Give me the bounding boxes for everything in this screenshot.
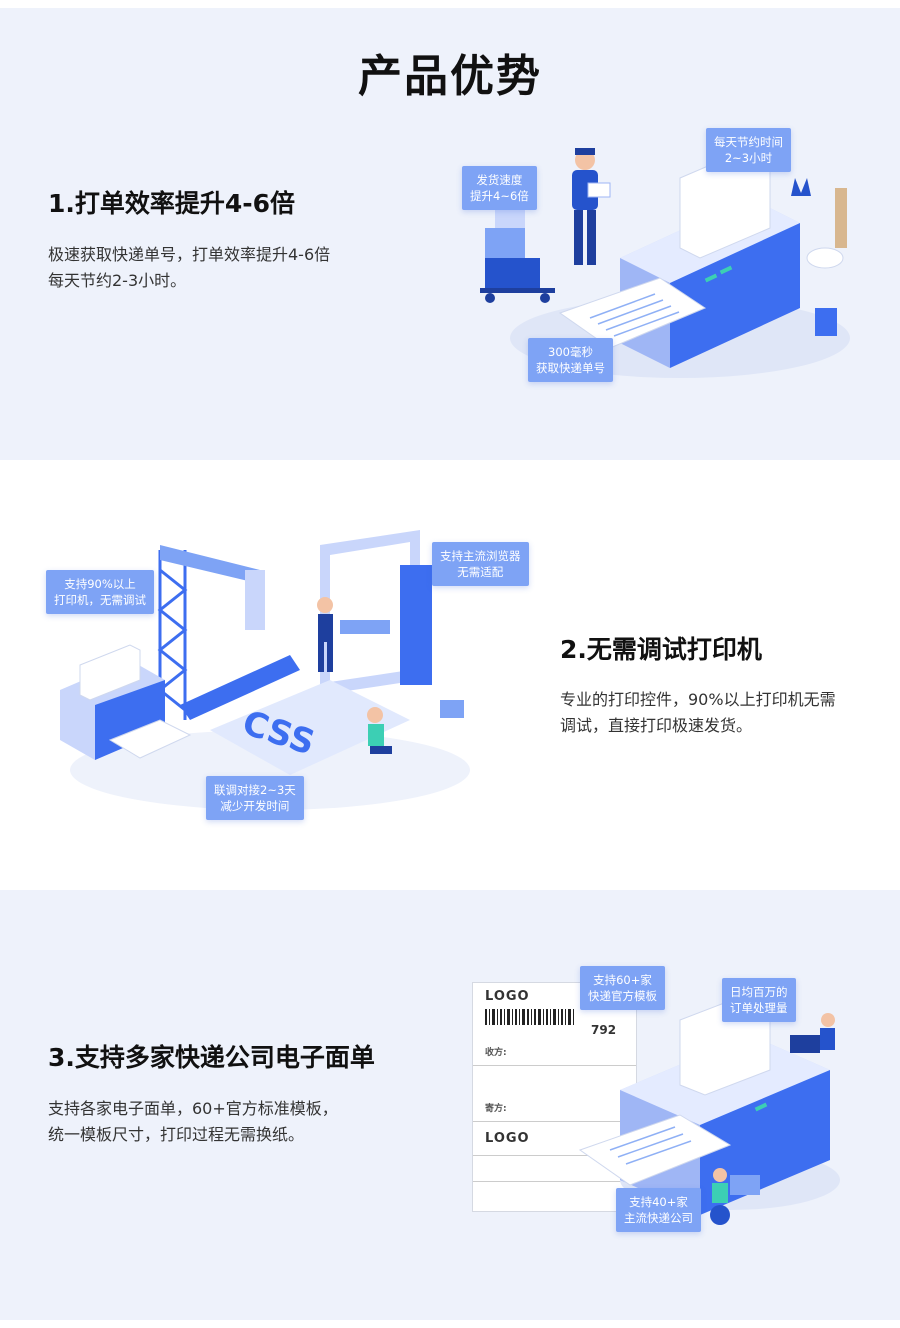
- feature-1-title: 1.打单效率提升4-6倍: [48, 189, 296, 218]
- barcode-icon: [485, 1009, 574, 1025]
- callout-line: 每天节约时间: [714, 135, 783, 149]
- feature-3-title: 3.支持多家快递公司电子面单: [48, 1043, 375, 1072]
- callout-browser-support: 支持主流浏览器 无需适配: [432, 542, 529, 586]
- callout-time-saved: 每天节约时间 2~3小时: [706, 128, 791, 172]
- label-send: 寄方:: [485, 1104, 507, 1114]
- callout-line: 无需适配: [457, 565, 504, 579]
- shipping-label: LOGO 792 收方: 寄方: LOGO: [472, 982, 637, 1212]
- label-logo-2: LOGO: [485, 1131, 530, 1146]
- callout-line: 订单处理量: [730, 1001, 788, 1015]
- label-recv: 收方:: [485, 1048, 507, 1058]
- callout-daily-orders: 日均百万的 订单处理量: [722, 978, 796, 1022]
- callout-line: 支持40+家: [629, 1195, 688, 1209]
- callout-line: 打印机，无需调试: [54, 593, 146, 607]
- feature-3-desc-line-2: 统一模板尺寸，打印过程无需换纸。: [48, 1125, 305, 1144]
- callout-templates: 支持60+家 快递官方模板: [580, 966, 665, 1010]
- callout-line: 主流快递公司: [624, 1211, 693, 1225]
- label-divider: [473, 1181, 636, 1182]
- feature-2-title: 2.无需调试打印机: [560, 635, 762, 664]
- callout-printer-support: 支持90%以上 打印机，无需调试: [46, 570, 154, 614]
- label-divider: [473, 1155, 636, 1156]
- callout-line: 支持主流浏览器: [440, 549, 521, 563]
- label-number: 792: [591, 1023, 617, 1037]
- callout-shipping-speed: 发货速度 提升4~6倍: [462, 166, 537, 210]
- callout-300ms: 300毫秒 获取快递单号: [528, 338, 613, 382]
- label-divider: [473, 1065, 636, 1066]
- feature-2-desc-line-1: 专业的打印控件，90%以上打印机无需: [560, 690, 836, 709]
- callout-line: 发货速度: [476, 173, 523, 187]
- label-logo: LOGO: [485, 989, 530, 1004]
- feature-1-desc: 极速获取快递单号，打单效率提升4-6倍 每天节约2-3小时。: [48, 242, 330, 294]
- callout-line: 减少开发时间: [220, 799, 290, 813]
- callout-line: 获取快递单号: [536, 361, 605, 375]
- label-divider: [473, 1121, 636, 1122]
- feature-2-desc-line-2: 调试，直接打印极速发货。: [560, 716, 753, 735]
- page-title: 产品优势: [358, 51, 542, 102]
- callout-line: 2~3小时: [724, 151, 773, 165]
- feature-2-desc: 专业的打印控件，90%以上打印机无需 调试，直接打印极速发货。: [560, 687, 836, 739]
- callout-line: 支持90%以上: [64, 577, 136, 591]
- callout-line: 联调对接2~3天: [214, 783, 296, 797]
- callout-line: 快递官方模板: [588, 989, 657, 1003]
- feature-1-desc-line-1: 极速获取快递单号，打单效率提升4-6倍: [48, 245, 331, 264]
- crane-css-illustration: CSS: [60, 530, 470, 810]
- feature-section-2: CSS 支持90%以上 打印机，无需调试 支持主流浏览器 无需适配 联调对接2~…: [0, 460, 900, 890]
- callout-carriers: 支持40+家 主流快递公司: [616, 1188, 701, 1232]
- callout-line: 300毫秒: [548, 345, 593, 359]
- feature-section-3: 3.支持多家快递公司电子面单 支持各家电子面单，60+官方标准模板， 统一模板尺…: [0, 890, 900, 1320]
- callout-line: 日均百万的: [730, 985, 788, 999]
- callout-line: 提升4~6倍: [470, 189, 529, 203]
- callout-integration-time: 联调对接2~3天 减少开发时间: [206, 776, 304, 820]
- feature-section-1: 产品优势 1.打单效率提升4-6倍 极速获取快递单号，打单效率提升4-6倍 每天…: [0, 8, 900, 460]
- callout-line: 支持60+家: [593, 973, 652, 987]
- printer-illustration-3: [578, 994, 840, 1225]
- feature-3-desc: 支持各家电子面单，60+官方标准模板， 统一模板尺寸，打印过程无需换纸。: [48, 1096, 338, 1148]
- feature-1-desc-line-2: 每天节约2-3小时。: [48, 271, 187, 290]
- feature-3-desc-line-1: 支持各家电子面单，60+官方标准模板，: [48, 1099, 338, 1118]
